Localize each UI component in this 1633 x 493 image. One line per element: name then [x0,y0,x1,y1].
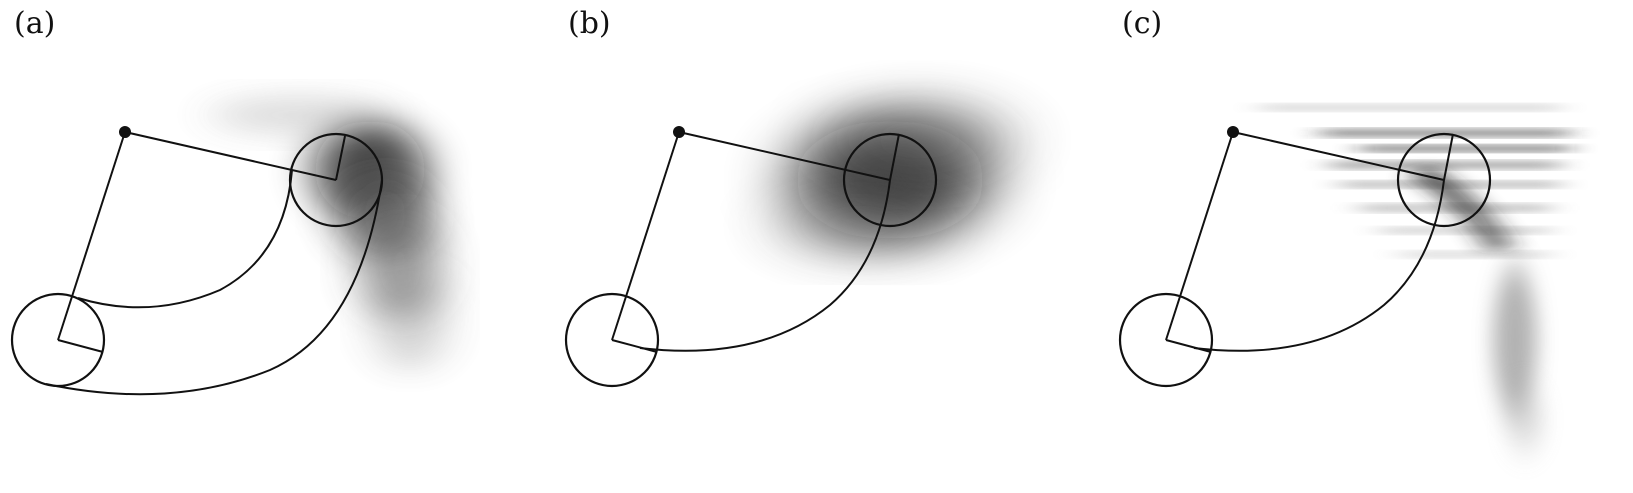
density-blob-b [780,100,1010,255]
panel-c [1118,105,1570,450]
panel-label-c: (c) [1122,6,1163,41]
density-streaks-c [1260,105,1570,450]
arc-c [1193,179,1445,352]
radius-right-b [889,133,900,181]
panel-label-a: (a) [14,6,56,41]
panel-a [10,97,445,396]
radius-left-a [57,339,104,353]
radius-right-c [1443,133,1454,181]
circle-right-b [842,132,938,228]
arc-inner-a [77,169,293,309]
density-blob-a [210,97,445,370]
arc-b [639,179,891,352]
panel-b [564,100,1010,388]
arm-right-a [124,131,337,181]
arc-outer-a [45,179,383,396]
radius-left-b [611,339,658,353]
panel-label-b: (b) [568,6,611,41]
circle-left-c [1118,292,1214,388]
arm-left-b [611,131,680,341]
arm-left-c [1165,131,1234,341]
circle-right-c [1396,132,1492,228]
radius-left-c [1165,339,1212,353]
arm-left-a [57,131,126,341]
arm-right-b [678,131,891,181]
radius-right-a [335,135,346,181]
circle-left-b [564,292,660,388]
arm-right-c [1232,131,1445,181]
